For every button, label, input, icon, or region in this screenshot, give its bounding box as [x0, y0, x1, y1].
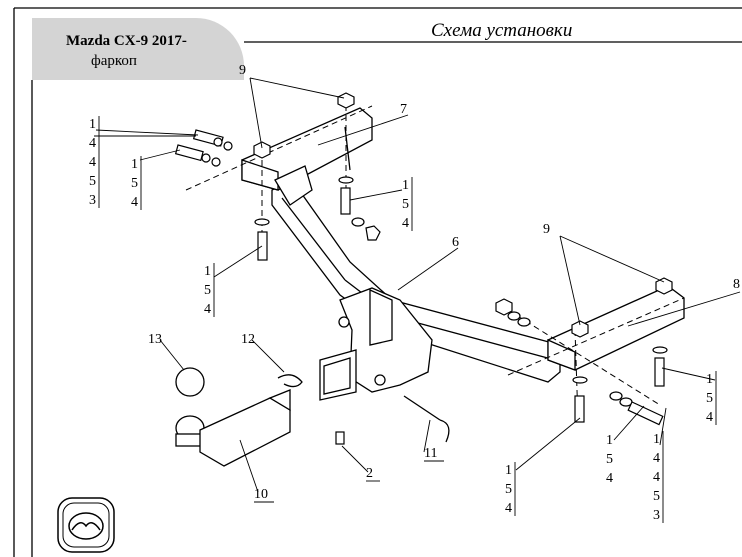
- hitch-receiver: [319, 287, 433, 401]
- page-frame: [13, 7, 742, 557]
- part-number-top-left-a-0: 1: [89, 117, 96, 132]
- part-number-top-left-b-0: 1: [131, 157, 138, 172]
- callout-13: 13: [148, 332, 162, 347]
- part-number-right-c-4: 3: [653, 508, 660, 523]
- callout-underlines: [254, 460, 444, 503]
- part-number-lower-right-0: 1: [606, 433, 613, 448]
- part-number-top-left-a-1: 4: [89, 136, 96, 151]
- part-number-left-mid-2: 4: [204, 302, 211, 317]
- model-header-tab: [32, 18, 244, 80]
- part-number-bottom-mid-0: 1: [505, 463, 512, 478]
- part-number-bottom-mid-2: 4: [505, 501, 512, 516]
- page-title: Схема установки: [431, 20, 573, 41]
- callout-11: 11: [424, 446, 437, 461]
- part-number-stacks: 1 4 4 5 3 1 5 4 1 5 4 1 5 4 1 5 4 1 4 4 5 3 1 5 4 1 5 4: [89, 116, 717, 523]
- part-number-right-b-1: 5: [706, 391, 713, 406]
- part-number-lower-right-1: 5: [606, 452, 613, 467]
- callout-2: 2: [366, 466, 373, 481]
- tow-ball-set: [175, 367, 450, 467]
- part-number-lower-right-2: 4: [606, 471, 613, 486]
- callout-7: 7: [400, 102, 407, 117]
- callout-8: 8: [733, 277, 740, 292]
- mazda-logo-icon: [57, 497, 115, 553]
- part-number-right-a-2: 4: [402, 216, 409, 231]
- part-number-left-mid-0: 1: [204, 264, 211, 279]
- callout-12: 12: [241, 332, 255, 347]
- product-name: фаркоп: [91, 53, 137, 69]
- part-number-right-c-2: 4: [653, 470, 660, 485]
- part-number-bottom-mid-1: 5: [505, 482, 512, 497]
- fasteners: [174, 92, 673, 445]
- callout-10: 10: [254, 487, 268, 502]
- bracket-right: [547, 285, 685, 371]
- part-number-top-left-a-3: 5: [89, 174, 96, 189]
- part-number-right-c-0: 1: [653, 432, 660, 447]
- part-number-right-c-1: 4: [653, 451, 660, 466]
- part-number-right-c-3: 5: [653, 489, 660, 504]
- bracket-left: [241, 107, 373, 206]
- part-number-top-left-b-1: 5: [131, 176, 138, 191]
- part-number-top-left-a-2: 4: [89, 155, 96, 170]
- callout-6: 6: [452, 235, 459, 250]
- part-number-top-left-a-4: 3: [89, 193, 96, 208]
- leader-lines: [94, 77, 741, 493]
- part-number-right-b-0: 1: [706, 372, 713, 387]
- callout-9-left: 9: [239, 63, 246, 78]
- part-number-right-a-0: 1: [402, 178, 409, 193]
- callout-labels: 9 7 6 9 8 13 12 2 11 10: [148, 63, 740, 502]
- part-number-right-a-1: 5: [402, 197, 409, 212]
- part-number-right-b-2: 4: [706, 410, 713, 425]
- part-number-top-left-b-2: 4: [131, 195, 138, 210]
- callout-9-right: 9: [543, 222, 550, 237]
- model-name: Mazda CX-9 2017-: [66, 33, 187, 49]
- part-number-left-mid-1: 5: [204, 283, 211, 298]
